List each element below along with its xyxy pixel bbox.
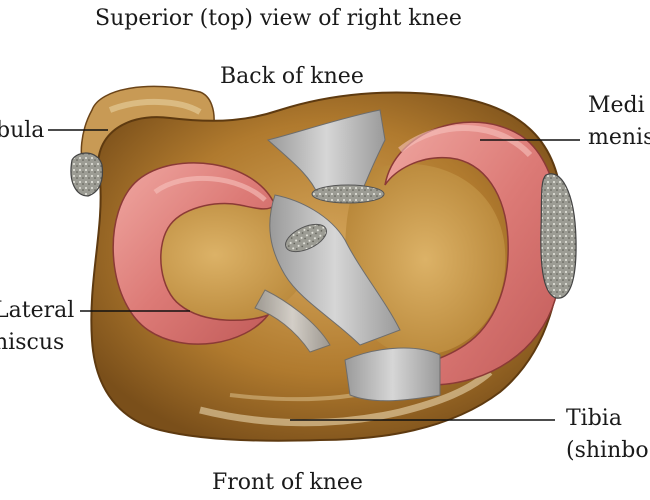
fibula-label: bula [0, 118, 45, 143]
front-of-knee-label: Front of knee [212, 470, 363, 495]
lateral-meniscus-label-line2: niscus [0, 330, 65, 355]
medial-meniscus-label-line1: Medi [588, 93, 645, 118]
posterior-ligament-cut [311, 184, 385, 204]
medial-meniscus-label-line2: menis [588, 125, 650, 150]
diagram-title: Superior (top) view of right knee [95, 6, 462, 31]
fibula-cut-surface [70, 152, 104, 197]
medial-collateral-cut [540, 173, 577, 299]
back-of-knee-label: Back of knee [220, 64, 364, 89]
lateral-meniscus [112, 162, 276, 345]
lateral-meniscus-label-line1: Lateral [0, 298, 75, 323]
anterior-ligament-cut [285, 223, 327, 253]
transverse-ligament [344, 347, 441, 402]
posterior-ligament [266, 109, 386, 196]
tibia-label-line1: Tibia [566, 406, 622, 431]
tibia-label-line2: (shinbo [566, 438, 649, 463]
